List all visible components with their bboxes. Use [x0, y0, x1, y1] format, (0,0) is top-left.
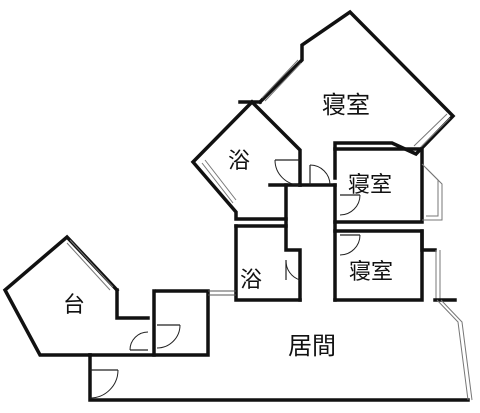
bedroom-lower-walls [333, 229, 441, 302]
door-bedroom-middle [339, 194, 361, 216]
room-label-kitchen: 台 [63, 293, 85, 318]
door-kitchen-a [129, 331, 149, 351]
room-label-bath-lower: 浴 [240, 268, 262, 293]
room-label-living: 居間 [288, 332, 336, 360]
corridor-walls [284, 183, 337, 302]
bath-lower-walls [234, 224, 302, 302]
room-label-bath-upper: 浴 [228, 149, 250, 174]
bedroom-top-walls [238, 9, 456, 180]
door-corridor [309, 164, 331, 186]
door-kitchen-b [156, 324, 181, 349]
door-bath-upper [274, 159, 301, 186]
door-bedroom-lower [339, 234, 361, 256]
room-label-bedroom-top: 寝室 [322, 91, 370, 119]
door-entrance [89, 369, 119, 399]
room-label-bedroom-middle: 寝室 [348, 173, 392, 198]
kitchen-walls [2, 234, 236, 357]
room-label-bedroom-lower: 寝室 [349, 260, 393, 285]
door-bath-lower [285, 259, 301, 281]
bedroom-middle-walls [333, 147, 443, 224]
bath-upper-walls [190, 99, 302, 221]
